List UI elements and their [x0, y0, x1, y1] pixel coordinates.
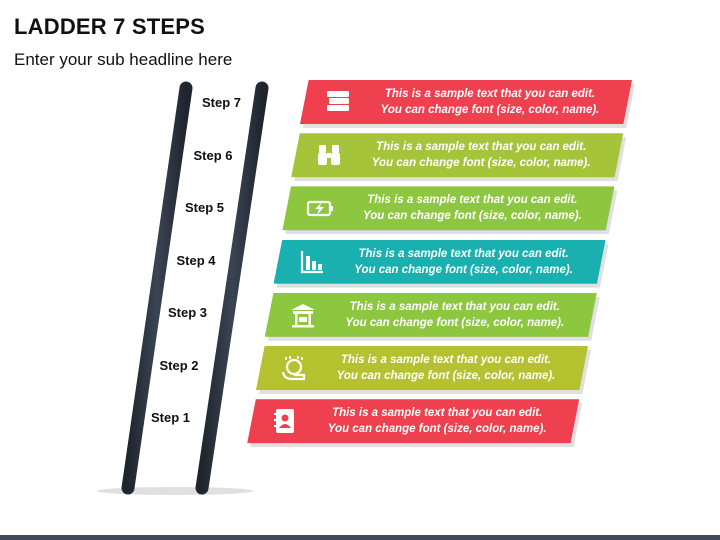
page-subtitle: Enter your sub headline here	[14, 50, 233, 69]
banner-text-line-1: This is a sample text that you can edit.	[358, 247, 569, 260]
step-banner: This is a sample text that you can edit.…	[247, 399, 583, 448]
banner-background	[300, 80, 632, 124]
step-label: Step 4	[176, 252, 216, 268]
contact-book-icon	[274, 409, 295, 434]
binoculars-icon	[318, 145, 341, 166]
banner-background	[264, 292, 597, 337]
banner-text: This is a sample text that you can edit.…	[319, 405, 555, 437]
banner-text-line-2: You can change font (size, color, name).	[354, 263, 573, 276]
step-label: Step 2	[159, 357, 199, 373]
bottom-bar	[0, 535, 720, 540]
page-title: LADDER 7 STEPS	[14, 14, 206, 39]
banner-text-line-2: You can change font (size, color, name).	[327, 423, 547, 436]
banner-text-line-1: This is a sample text that you can edit.	[349, 300, 560, 313]
banner-text: This is a sample text that you can edit.…	[346, 246, 582, 278]
banner-background	[282, 186, 615, 231]
hand-coin-icon	[281, 356, 306, 381]
banner-background	[256, 346, 588, 390]
banner-background	[291, 133, 624, 178]
banner-text-line-1: This is a sample text that you can edit.	[376, 141, 587, 154]
step-label: Step 3	[168, 305, 208, 320]
banner-text-line-2: You can change font (size, color, name).	[380, 104, 600, 116]
banner-text: This is a sample text that you can edit.…	[328, 352, 564, 384]
banner-text-line-2: You can change font (size, color, name).	[371, 157, 591, 170]
banner-text: This is a sample text that you can edit.…	[337, 299, 573, 331]
banner-text-line-1: This is a sample text that you can edit.	[384, 88, 596, 100]
bar-chart-icon	[300, 250, 323, 273]
step-banner: This is a sample text that you can edit.…	[291, 133, 627, 182]
step-banner: This is a sample text that you can edit.…	[264, 292, 600, 341]
ladder-left-rail	[121, 81, 193, 495]
step-banner: This is a sample text that you can edit.…	[300, 80, 635, 128]
step-banner: This is a sample text that you can edit.…	[273, 239, 609, 288]
step-banner: This is a sample text that you can edit.…	[256, 346, 591, 394]
banner-text-line-2: You can change font (size, color, name).	[336, 370, 556, 382]
ladder-shadow	[97, 487, 253, 495]
battery-charging-icon	[307, 201, 334, 217]
books-icon	[327, 91, 349, 111]
banner-text-line-2: You can change font (size, color, name).	[363, 210, 582, 223]
banner-text-line-1: This is a sample text that you can edit.	[367, 194, 578, 207]
banner-text: This is a sample text that you can edit.…	[363, 139, 599, 171]
banner-text-line-1: This is a sample text that you can edit.	[332, 407, 543, 420]
step-label: Step 7	[202, 95, 242, 110]
pavilion-icon	[290, 303, 315, 328]
step-label: Step 6	[193, 147, 233, 163]
banner-text: This is a sample text that you can edit.…	[372, 86, 608, 118]
banner-text: This is a sample text that you can edit.…	[354, 192, 590, 224]
banner-background	[273, 239, 606, 284]
step-banner: This is a sample text that you can edit.…	[282, 186, 618, 235]
banner-text-line-2: You can change font (size, color, name).	[345, 316, 565, 329]
ladder-right-rail	[195, 81, 269, 495]
step-label: Step 1	[151, 410, 191, 425]
banner-background	[247, 399, 580, 444]
step-label: Step 5	[185, 200, 225, 215]
banner-text-line-1: This is a sample text that you can edit.	[340, 354, 552, 366]
